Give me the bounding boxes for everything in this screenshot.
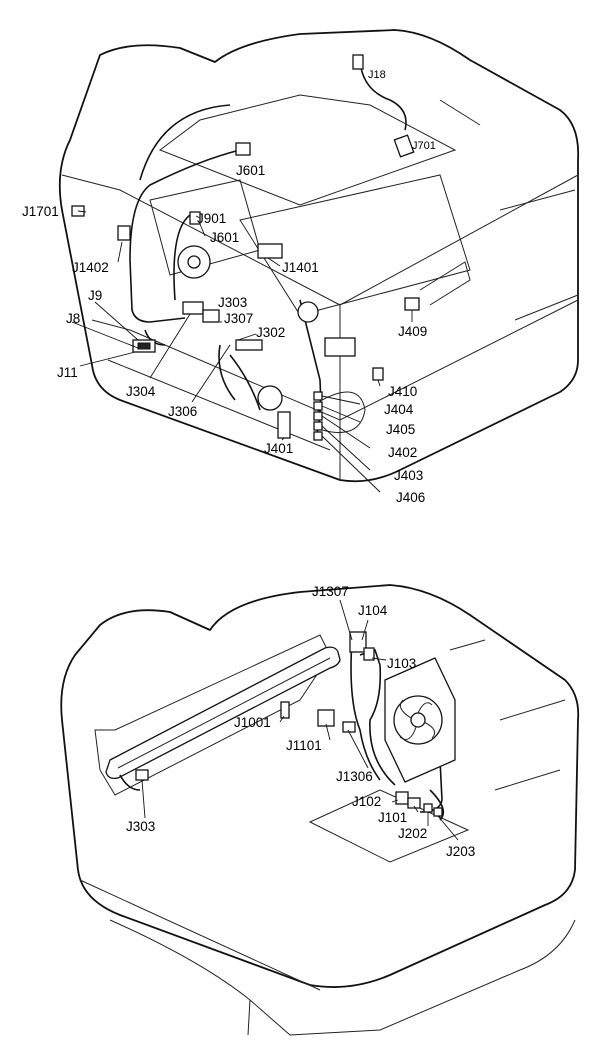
j102-connector bbox=[396, 792, 408, 804]
j404-connector bbox=[314, 392, 322, 400]
label-j1001: J1001 bbox=[234, 715, 271, 730]
label-j303: J303 bbox=[218, 295, 247, 310]
label-j104: J104 bbox=[358, 603, 388, 618]
label-j9: J9 bbox=[88, 288, 102, 303]
j1306-connector bbox=[343, 722, 355, 732]
j1001-connector bbox=[281, 702, 289, 718]
label-j410: J410 bbox=[388, 384, 417, 399]
j302-connector bbox=[236, 340, 262, 350]
label-j401: J401 bbox=[264, 441, 293, 456]
label-j601-mid: J601 bbox=[210, 230, 239, 245]
label-j901: J901 bbox=[197, 211, 226, 226]
j303-bottom-connector bbox=[136, 770, 148, 780]
label-j1306: J1306 bbox=[336, 769, 373, 784]
j1401-connector bbox=[258, 244, 282, 258]
j203-connector bbox=[434, 808, 442, 816]
j601-top-connector bbox=[236, 143, 250, 155]
bottom-unit-body bbox=[61, 585, 578, 987]
label-j1402: J1402 bbox=[72, 260, 109, 275]
label-j302: J302 bbox=[256, 325, 285, 340]
label-j404: J404 bbox=[384, 402, 414, 417]
label-j1401: J1401 bbox=[282, 260, 319, 275]
label-j303-bottom: J303 bbox=[126, 819, 155, 834]
label-j405: J405 bbox=[386, 422, 415, 437]
label-j8: J8 bbox=[66, 311, 80, 326]
label-j103: J103 bbox=[387, 656, 416, 671]
bottom-unit-illustration bbox=[61, 585, 578, 1035]
label-j304: J304 bbox=[126, 384, 156, 399]
label-j203: J203 bbox=[446, 844, 475, 859]
gear-lower bbox=[258, 386, 282, 410]
label-j306: J306 bbox=[168, 404, 197, 419]
j403-connector bbox=[314, 422, 322, 430]
label-j403: J403 bbox=[394, 468, 423, 483]
cooling-fan bbox=[385, 658, 455, 782]
j303-connector bbox=[183, 302, 203, 314]
j405-connector bbox=[314, 402, 322, 410]
j307-connector bbox=[203, 310, 219, 322]
label-j409: J409 bbox=[398, 324, 427, 339]
j401-connector bbox=[278, 412, 290, 438]
top-unit-illustration bbox=[60, 30, 578, 481]
j410-connector bbox=[373, 368, 383, 380]
j402-connector bbox=[314, 412, 322, 420]
label-j1307: J1307 bbox=[312, 584, 349, 599]
label-j1101: J1101 bbox=[286, 738, 322, 753]
label-j202: J202 bbox=[398, 826, 427, 841]
label-j18: J18 bbox=[368, 69, 386, 81]
j302-module bbox=[325, 338, 355, 356]
label-j601-top: J601 bbox=[236, 163, 265, 178]
gear-upper bbox=[298, 302, 318, 322]
j18-connector bbox=[353, 55, 363, 69]
label-j701: J701 bbox=[412, 140, 436, 152]
label-j1701: J1701 bbox=[22, 204, 59, 219]
label-j406: J406 bbox=[396, 490, 425, 505]
label-j402: J402 bbox=[388, 445, 417, 460]
j1402-connector bbox=[118, 226, 130, 240]
label-j102: J102 bbox=[352, 794, 381, 809]
label-j307: J307 bbox=[224, 311, 253, 326]
label-j11: J11 bbox=[57, 365, 78, 380]
label-j101: J101 bbox=[378, 810, 407, 825]
j1101-connector bbox=[318, 710, 334, 726]
j202-connector bbox=[424, 804, 432, 812]
j406-connector bbox=[314, 432, 322, 440]
j409-connector bbox=[405, 298, 419, 310]
